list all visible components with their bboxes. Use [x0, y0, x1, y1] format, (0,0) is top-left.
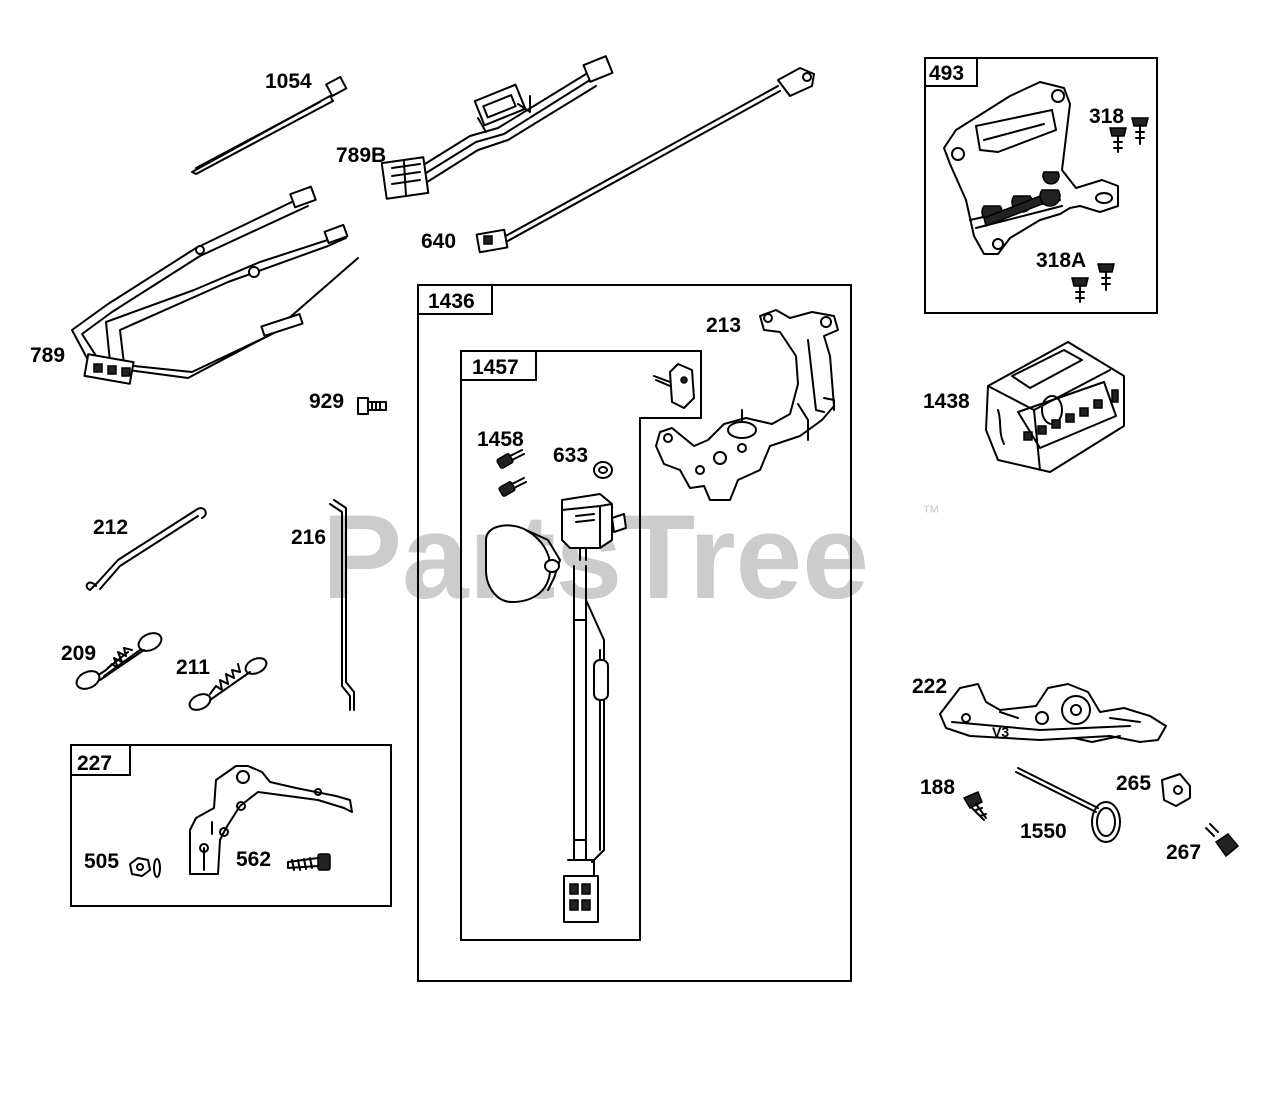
watermark-trademark: ™ — [922, 502, 940, 522]
label-505: 505 — [84, 850, 119, 873]
part-screw-267 — [1205, 823, 1240, 858]
part-governor-control-222: V3 — [939, 683, 1167, 743]
part-screws-318a — [1071, 263, 1115, 303]
label-318a: 318A — [1036, 249, 1086, 272]
box-1436: 1436 — [417, 284, 852, 982]
part-spring-211 — [188, 657, 268, 711]
label-562: 562 — [236, 848, 271, 871]
box-label-493: 493 — [929, 62, 964, 85]
label-789: 789 — [30, 344, 65, 367]
part-marking-v3: V3 — [992, 724, 1009, 740]
label-633: 633 — [553, 444, 588, 467]
part-control-panel-493 — [943, 81, 1119, 255]
label-212: 212 — [93, 516, 128, 539]
part-screws-318 — [1109, 117, 1149, 153]
part-nut-505 — [129, 857, 161, 878]
box-227: 227 — [70, 744, 392, 907]
part-sensor-assembly-1457 — [485, 363, 695, 923]
part-governor-rod-216 — [329, 499, 355, 711]
label-209: 209 — [61, 642, 96, 665]
box-label-1436: 1436 — [428, 290, 475, 313]
label-318: 318 — [1089, 105, 1124, 128]
label-213: 213 — [706, 314, 741, 337]
label-1438: 1438 — [923, 390, 970, 413]
part-screw-1458 — [496, 449, 527, 497]
label-211: 211 — [176, 656, 210, 679]
part-washer-633 — [593, 461, 613, 479]
part-screw-929 — [357, 397, 387, 415]
part-cable-tie-1054 — [191, 75, 348, 175]
part-lever-1550 — [1015, 767, 1121, 843]
label-216: 216 — [291, 526, 326, 549]
label-1458: 1458 — [477, 428, 524, 451]
label-1054: 1054 — [265, 70, 312, 93]
part-link-rod-212 — [85, 507, 207, 591]
label-789b: 789B — [336, 144, 386, 167]
label-929: 929 — [309, 390, 344, 413]
box-label-227: 227 — [77, 752, 112, 775]
label-222: 222 — [912, 675, 947, 698]
part-screw-562 — [287, 853, 331, 871]
label-640: 640 — [421, 230, 456, 253]
box-493: 493 — [924, 57, 1158, 314]
box-1457: 1457 — [460, 350, 702, 941]
label-1550: 1550 — [1020, 820, 1067, 843]
part-ground-wire-640 — [475, 67, 815, 254]
part-bracket-227 — [189, 765, 353, 875]
part-wiring-harness-789 — [71, 185, 359, 385]
part-harness-789b — [380, 55, 614, 200]
part-screw-188 — [962, 791, 987, 821]
label-267: 267 — [1166, 841, 1201, 864]
part-module-1438 — [985, 341, 1125, 473]
box-label-1457: 1457 — [472, 356, 519, 379]
part-spring-209 — [75, 632, 163, 690]
part-clip-265 — [1161, 773, 1191, 807]
part-bracket-213 — [655, 309, 839, 501]
label-188: 188 — [920, 776, 955, 799]
label-265: 265 — [1116, 772, 1151, 795]
